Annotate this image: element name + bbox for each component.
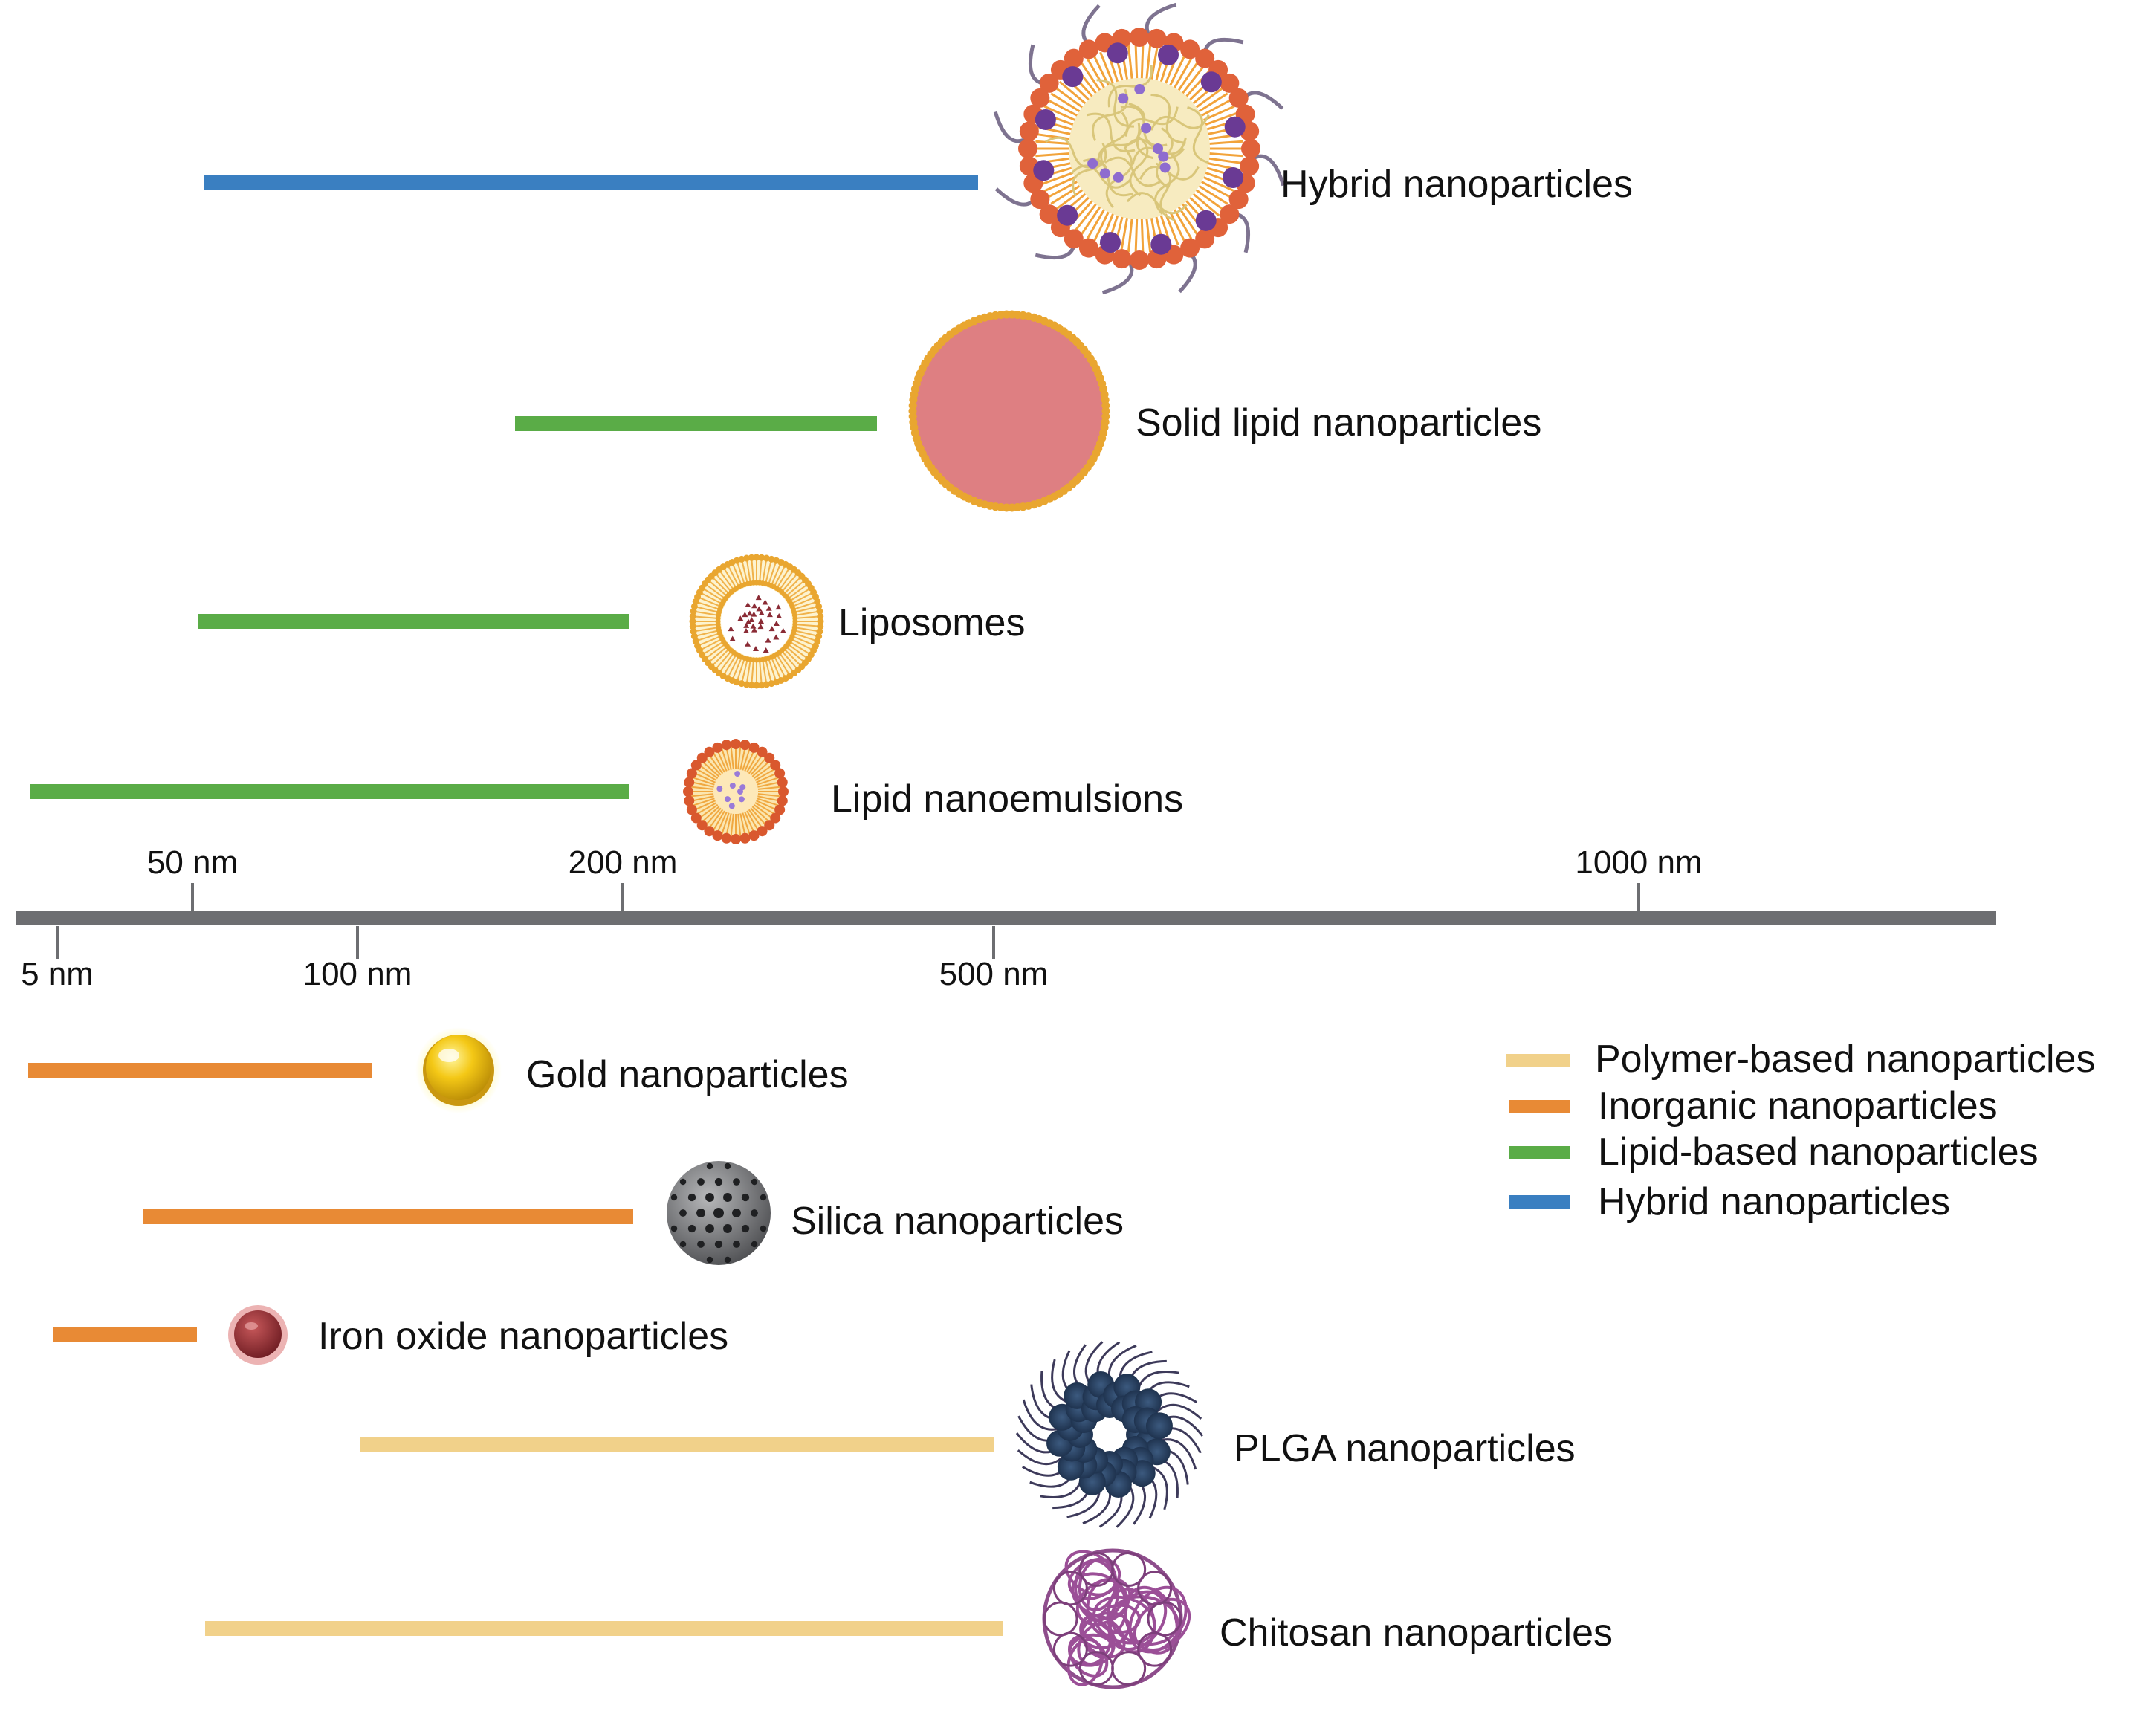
legend-label-lipid: Lipid-based nanoparticles <box>1598 1131 2039 1174</box>
plga-nanoparticle-icon <box>1015 1341 1204 1528</box>
legend-label-inorganic: Inorganic nanoparticles <box>1598 1084 1998 1128</box>
legend-label-polymer: Polymer-based nanoparticles <box>1595 1038 2095 1081</box>
range-bar <box>28 1063 372 1078</box>
solid-lipid-nanoparticle-icon <box>908 310 1110 512</box>
axis-tick-label: 500 nm <box>939 956 1049 992</box>
range-bar <box>30 784 629 799</box>
lipid-nanoemulsions-label: Lipid nanoemulsions <box>831 777 1183 821</box>
range-bar <box>53 1327 197 1342</box>
hybrid-nanoparticles-label: Hybrid nanoparticles <box>1281 163 1633 206</box>
range-bar <box>198 614 629 629</box>
iron-oxide-nanoparticle-icon <box>228 1305 288 1365</box>
legend-swatch-lipid <box>1509 1146 1570 1159</box>
solid-lipid-nanoparticles-label: Solid lipid nanoparticles <box>1136 401 1541 444</box>
range-bar <box>204 175 978 190</box>
gold-nanoparticles-label: Gold nanoparticles <box>526 1053 849 1096</box>
axis-tick-label: 100 nm <box>303 956 412 992</box>
range-bar <box>515 416 877 431</box>
size-axis <box>16 911 1996 925</box>
legend-swatch-hybrid <box>1509 1195 1570 1209</box>
range-bar <box>205 1621 1003 1636</box>
gold-nanoparticle-icon <box>415 1027 502 1113</box>
axis-tick-label: 200 nm <box>569 844 678 881</box>
range-bar <box>360 1437 994 1452</box>
legend-swatch-inorganic <box>1509 1100 1570 1113</box>
liposome-icon <box>689 554 824 689</box>
size-range-bars <box>28 175 1003 1636</box>
axis-tick-label: 1000 nm <box>1575 844 1702 881</box>
iron-oxide-nanoparticles-label: Iron oxide nanoparticles <box>318 1315 728 1358</box>
chitosan-nanoparticle-icon <box>1042 1548 1191 1689</box>
axis-ticks: 5 nm 50 nm 100 nm 200 nm 500 nm 1000 nm <box>21 844 1703 992</box>
plga-nanoparticles-label: PLGA nanoparticles <box>1234 1427 1576 1470</box>
legend-swatch-polymer <box>1506 1054 1570 1067</box>
silica-nanoparticle-icon <box>667 1161 771 1265</box>
liposomes-label: Liposomes <box>838 601 1025 644</box>
hybrid-nanoparticle-icon <box>993 2 1286 295</box>
axis-tick-label: 50 nm <box>147 844 238 881</box>
range-bar <box>143 1209 633 1224</box>
chitosan-nanoparticles-label: Chitosan nanoparticles <box>1220 1611 1613 1655</box>
legend: Polymer-based nanoparticles Inorganic na… <box>1506 1038 2095 1223</box>
nanoemulsion-icon <box>683 739 789 844</box>
axis-tick-label: 5 nm <box>21 956 94 992</box>
silica-nanoparticles-label: Silica nanoparticles <box>791 1200 1124 1243</box>
legend-label-hybrid: Hybrid nanoparticles <box>1598 1180 1950 1223</box>
